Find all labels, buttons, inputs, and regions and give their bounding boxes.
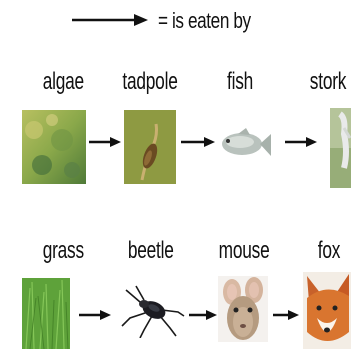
arrow-icon [272, 309, 300, 321]
label-beetle: beetle [128, 237, 168, 265]
fox-photo [303, 272, 351, 349]
food-chain-terrestrial: grass beetle mouse fox [0, 0, 351, 150]
label-fox: fox [317, 237, 341, 265]
grass-photo [22, 278, 70, 349]
label-mouse: mouse [219, 237, 264, 265]
arrow-icon [188, 309, 218, 321]
label-grass: grass [43, 237, 78, 265]
arrow-icon [78, 309, 112, 321]
mouse-photo [218, 276, 268, 342]
beetle-photo [118, 282, 186, 338]
